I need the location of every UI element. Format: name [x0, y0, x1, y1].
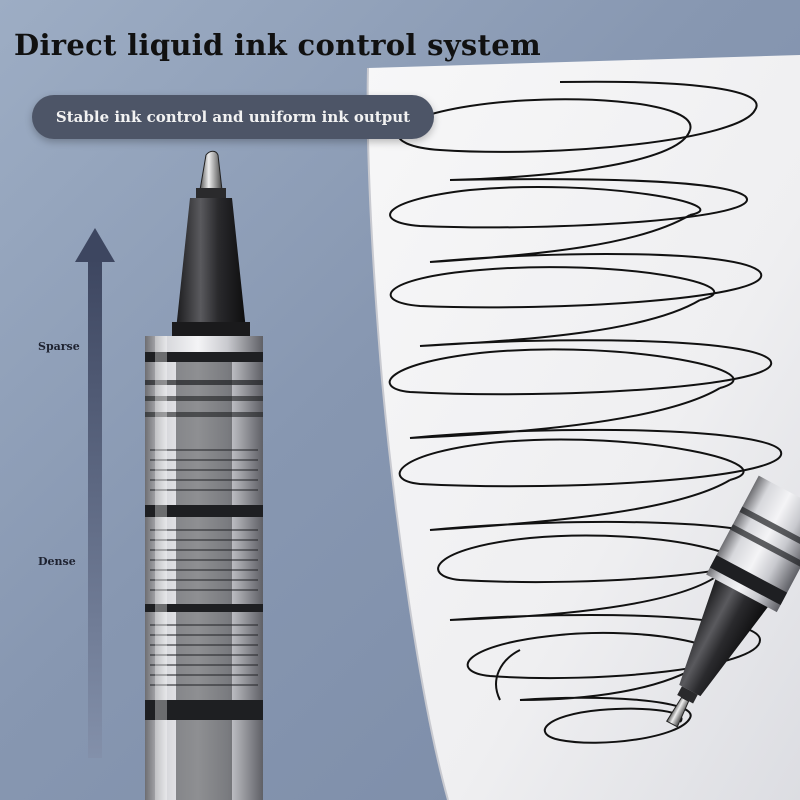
sparse-label: Sparse — [38, 340, 80, 353]
paper-sheet — [367, 55, 800, 800]
writing-pen-image — [665, 475, 800, 728]
subtitle-pill: Stable ink control and uniform ink outpu… — [32, 95, 434, 139]
dense-label: Dense — [38, 555, 76, 568]
headline: Direct liquid ink control system — [14, 28, 541, 62]
subtitle-pill-text: Stable ink control and uniform ink outpu… — [55, 108, 411, 126]
main-pen-image — [145, 150, 263, 800]
density-arrow — [75, 228, 115, 758]
